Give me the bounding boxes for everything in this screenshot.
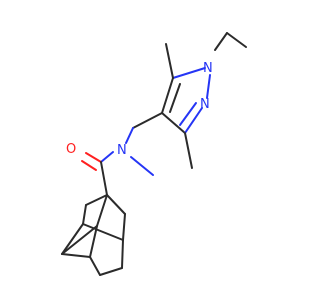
bond-ad-12 [82,223,124,241]
atom-oxygen: O [66,142,76,157]
bond-n-methyl [130,156,154,176]
bond-ethyl-ch3 [226,32,247,48]
bond-n1-n2 [206,74,211,99]
bond-carbonyl-c1 [100,161,108,196]
atom-nitrogen-pyrazole-2: N [200,97,210,112]
bond-c3-n2 [184,107,203,134]
bond-c5-methyl [165,43,174,79]
bond-c5-c4-double [169,83,181,113]
bond-c4-ch2 [132,112,163,129]
bond-ad-2 [82,204,87,225]
bonds [61,32,247,276]
bond-ad-1 [85,194,108,206]
bond-ad-7 [106,194,126,215]
bond-ch2-n [125,127,134,144]
bond-c3-methyl [184,132,193,169]
atom-nitrogen-amide: N [117,143,127,158]
atom-nitrogen-pyrazole-1: N [203,61,213,76]
bond-c4-c3 [161,112,186,134]
bond-ad-9 [121,239,124,269]
bond-ad-11 [89,225,98,258]
atom-labels: O N N N [66,61,213,158]
bond-ad-3 [61,223,84,255]
bond-n-carbonyl [100,151,114,163]
molecule-diagram: O N N N [61,32,247,276]
bond-c3-n2-double [179,102,197,126]
bond-n1-c5 [172,67,206,79]
bond-ethyl-ch2 [214,32,228,51]
bond-ad-4 [61,253,91,258]
bond-c5-c4 [161,77,174,114]
bond-ad-13 [61,225,98,255]
bond-carbonyl-o [85,152,102,163]
bond-ad-5 [89,256,101,276]
bond-ad-8 [122,213,126,241]
bond-ad-10 [96,194,108,227]
bond-ad-6 [99,267,123,276]
bond-carbonyl-o-double [81,160,97,171]
